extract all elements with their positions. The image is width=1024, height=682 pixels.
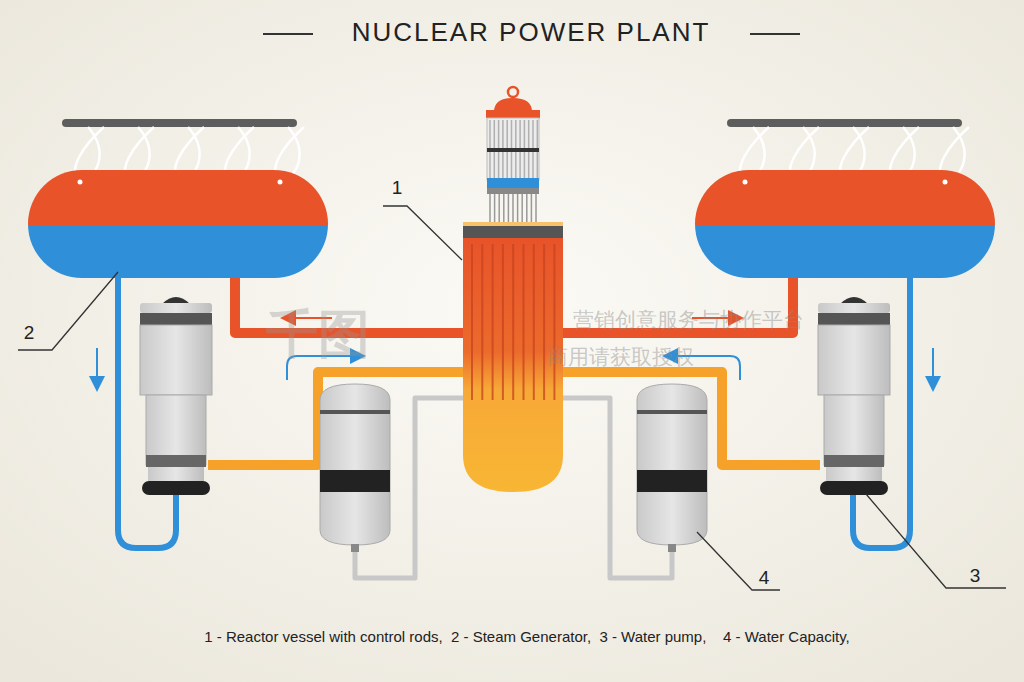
pump-body xyxy=(146,395,206,465)
watermark: 商用请获取授权 xyxy=(547,343,694,371)
control-rod xyxy=(517,194,519,222)
fuel-stripe xyxy=(492,244,494,400)
callout-number: 1 xyxy=(392,177,403,199)
tank-band xyxy=(320,410,390,414)
fuel-stripe xyxy=(471,244,473,400)
tank-body xyxy=(637,384,707,545)
pump-body xyxy=(818,303,890,313)
control-rod xyxy=(508,194,510,222)
control-rod xyxy=(512,194,514,222)
fuel-stripe xyxy=(512,244,514,400)
fuel-stripe xyxy=(502,244,504,400)
pump-base xyxy=(820,481,888,495)
pump-band xyxy=(824,455,884,467)
pump-body xyxy=(824,395,884,465)
control-rod xyxy=(494,194,496,222)
tank-body xyxy=(320,384,390,545)
water-capacity xyxy=(320,384,707,552)
title: NUCLEAR POWER PLANT xyxy=(352,17,711,48)
fuel-stripe xyxy=(523,244,525,400)
pump-body xyxy=(140,303,212,313)
control-rod xyxy=(489,194,491,222)
callout-number: 2 xyxy=(24,322,35,344)
control-rod xyxy=(531,194,533,222)
tank-nozzle xyxy=(668,544,676,552)
pump-body xyxy=(826,467,882,481)
pump-band xyxy=(146,455,206,467)
water-pump xyxy=(140,297,890,495)
pump-body xyxy=(140,325,212,395)
pump-cap xyxy=(840,297,868,304)
reactor-vessel xyxy=(463,87,563,492)
pump-cap xyxy=(162,297,190,304)
watermark: 营销创意服务与协作平台 xyxy=(573,306,804,334)
tank-band xyxy=(637,470,707,492)
pump-body xyxy=(818,325,890,395)
fuel-stripe xyxy=(533,244,535,400)
fuel-stripe xyxy=(543,244,545,400)
pump-band xyxy=(140,313,212,325)
fuel-stripe xyxy=(481,244,483,400)
control-rod xyxy=(498,194,500,222)
pump-base xyxy=(142,481,210,495)
watermark: 千图 xyxy=(266,300,370,370)
callout-number: 3 xyxy=(970,565,981,587)
tank-nozzle xyxy=(351,544,359,552)
tank-band xyxy=(320,470,390,492)
tank-band xyxy=(637,410,707,414)
control-rod xyxy=(535,194,537,222)
pump-body xyxy=(148,467,204,481)
control-rod xyxy=(526,194,528,222)
caption: 1 - Reactor vessel with control rods, 2 … xyxy=(204,628,850,645)
fuel-stripe xyxy=(553,244,555,400)
leader-line xyxy=(18,206,1006,590)
control-rod xyxy=(503,194,505,222)
pump-band xyxy=(818,313,890,325)
callout-number: 4 xyxy=(759,567,770,589)
control-rod xyxy=(521,194,523,222)
